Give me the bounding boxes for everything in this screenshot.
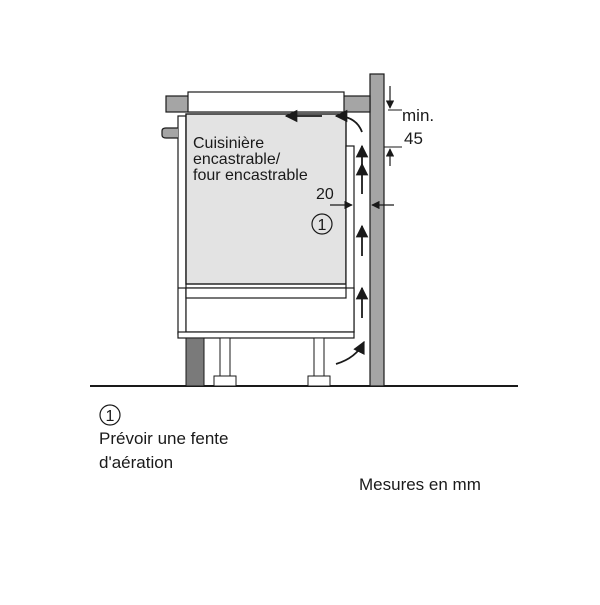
airflow-arrow-outlet-curve — [334, 109, 363, 133]
top-gap-label: min. — [402, 106, 434, 125]
cooktop-glass — [187, 91, 345, 113]
appliance-label-line3: four encastrable — [193, 167, 308, 184]
legend-text-line2: d'aération — [99, 453, 173, 472]
callout-marker-circle — [311, 213, 333, 235]
drawer-front — [185, 287, 347, 299]
callout-marker-number: 1 — [318, 217, 327, 234]
top-gap-value: 45 — [404, 129, 423, 148]
control-knob — [161, 127, 178, 139]
leg-left — [219, 337, 231, 379]
legend-text-line1: Prévoir une fente — [99, 429, 228, 448]
legend-marker-number: 1 — [106, 408, 115, 425]
legend-marker-circle — [99, 404, 121, 426]
leg-right — [313, 337, 325, 379]
appliance-label-line1: Cuisinière — [193, 135, 264, 152]
airflow-arrow-inlet — [335, 340, 365, 365]
plinth — [177, 331, 355, 339]
front-plinth-leg — [185, 337, 205, 387]
leg-right-foot — [307, 375, 331, 387]
cabinet-side-panel — [177, 115, 187, 335]
units-note: Mesures en mm — [359, 475, 481, 494]
leg-left-foot — [213, 375, 237, 387]
appliance-label-line2: encastrable/ — [193, 151, 281, 168]
oven-body — [185, 113, 347, 285]
side-gap-value: 20 — [316, 186, 334, 203]
wall — [369, 73, 385, 387]
